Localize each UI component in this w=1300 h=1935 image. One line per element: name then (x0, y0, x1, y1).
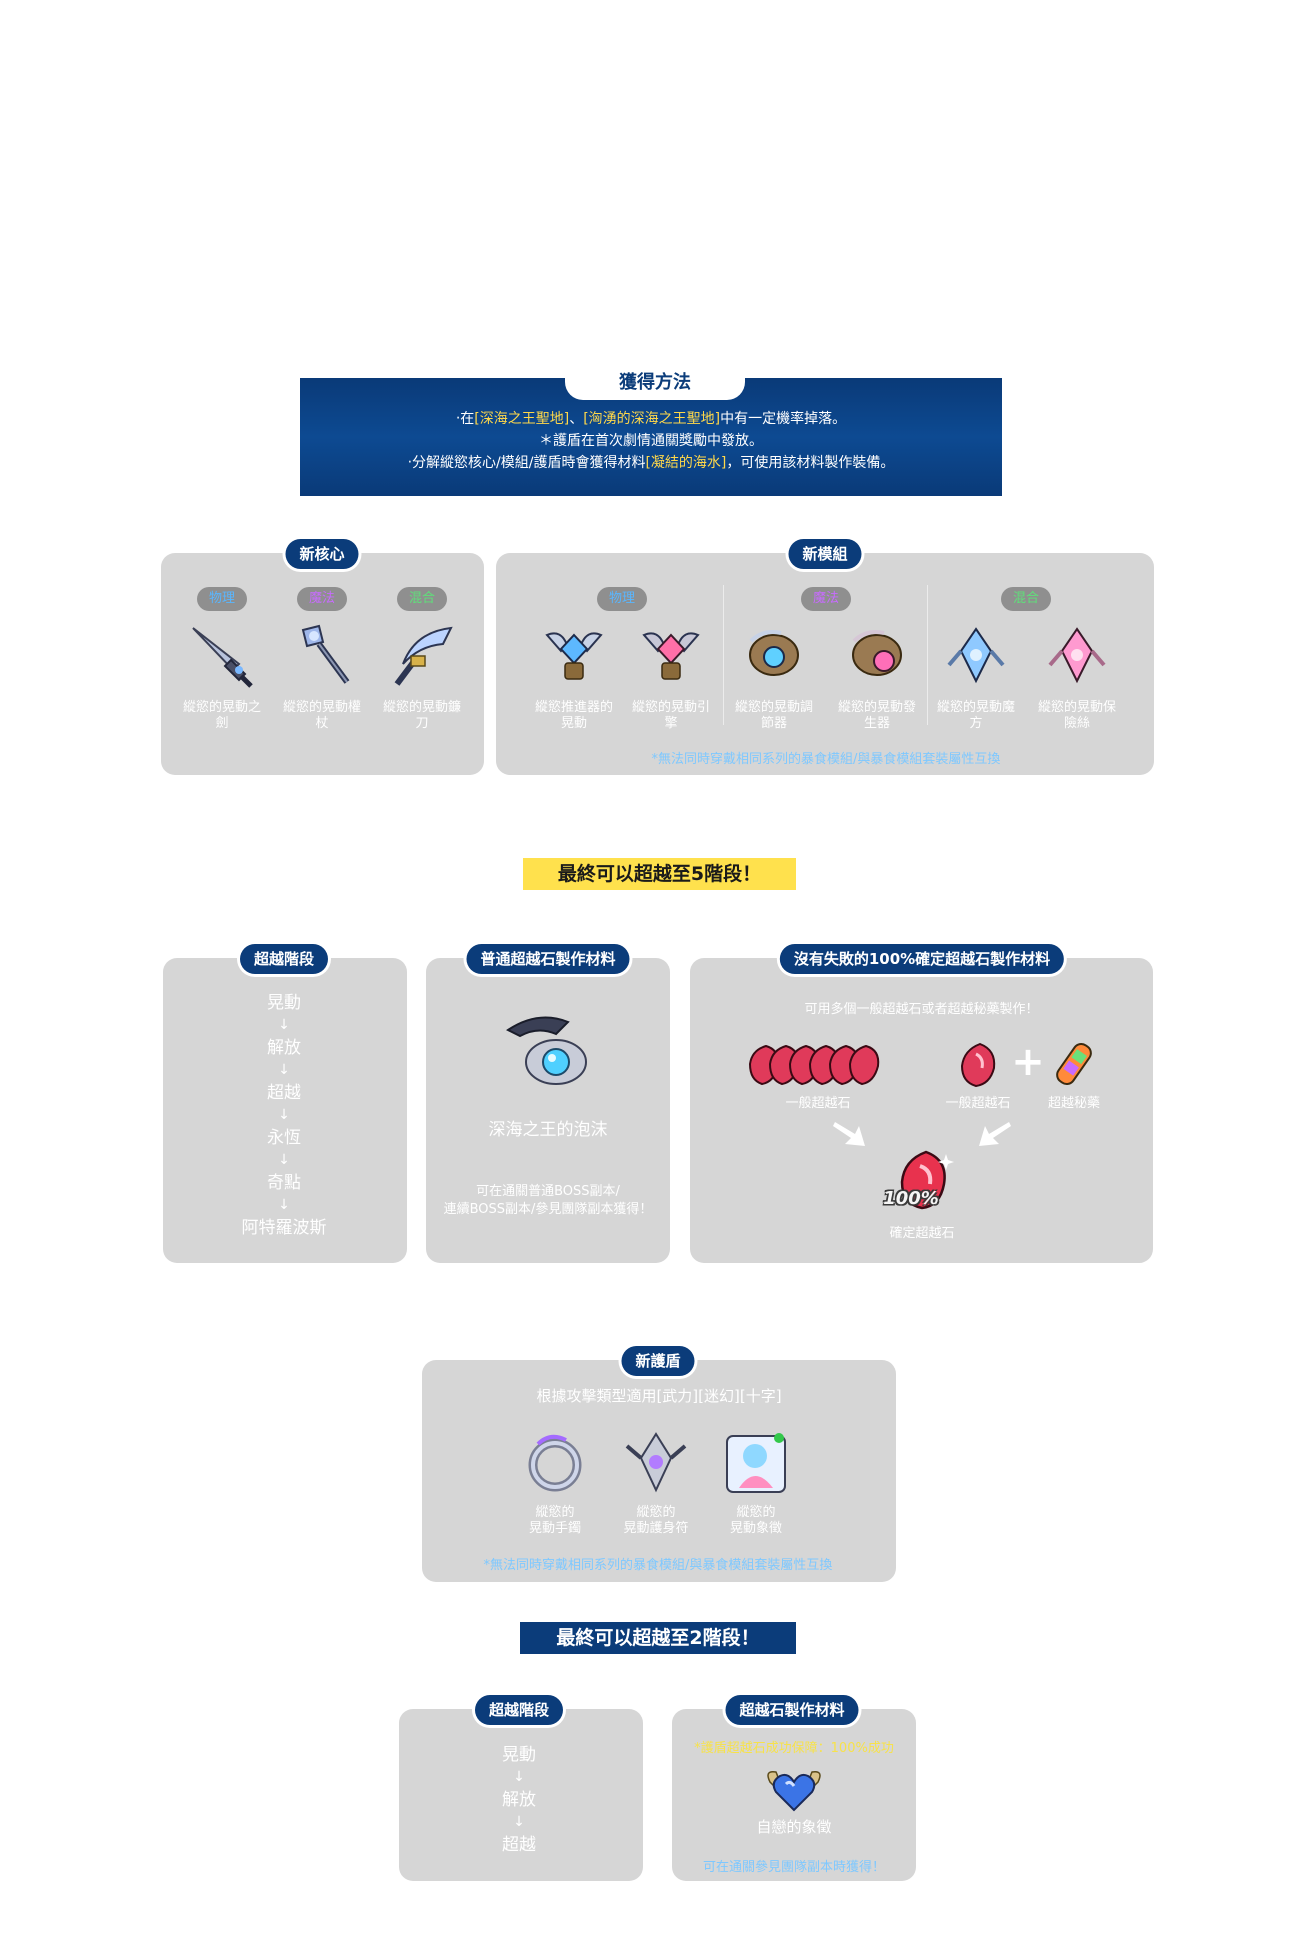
shield-label-line: 晃動手鐲 (528, 1521, 581, 1536)
stage-chain-2: 晃動 ↓ 解放 ↓ 超越 (502, 1742, 536, 1858)
normal-material-desc-1: 可在通關普通BOSS副本/ (476, 1184, 620, 1199)
stages-title-2: 超越階段 (474, 1695, 564, 1725)
core-label-sword: 縱慾的晃動之劍 (182, 700, 261, 731)
normal-material-title: 普通超越石製作材料 (466, 944, 630, 974)
generator-icon (852, 630, 902, 676)
stage-step: 奇點 (267, 1173, 301, 1193)
acquire-line-3: ‧分解縱慾核心/模組/護盾時會獲得材料[凝結的海水]，可使用該材料製作裝備。 (407, 455, 895, 471)
plus-icon: + (1011, 1039, 1045, 1085)
stage-step: 解放 (502, 1790, 536, 1810)
banner-2-stages: 最終可以超越至2階段！ (520, 1622, 796, 1654)
down-arrow-icon: ↓ (278, 1107, 290, 1123)
modules-title: 新模組 (788, 539, 862, 569)
narcissism-emblem-label: 自戀的象徵 (756, 1818, 832, 1836)
acquire-line-2: ＊護盾在首次劇情通關獎勵中發放。 (539, 433, 763, 449)
sure-stone-label: 確定超越石 (889, 1226, 955, 1241)
percent-badge: 100% (883, 1188, 939, 1209)
module-label-thruster: 縱慾推進器的晃動 (534, 700, 613, 731)
stage-step: 晃動 (502, 1745, 536, 1765)
stone-label-b: 一般超越石 (945, 1096, 1011, 1111)
shield-label-line: 縱慾的 (636, 1505, 676, 1520)
sure-material-panel (690, 958, 1153, 1263)
engine-icon (642, 632, 700, 680)
shield-material-warn: *護盾超越石成功保障：100%成功 (694, 1741, 894, 1756)
stage-step: 阿特羅波斯 (241, 1218, 327, 1238)
cube-icon (947, 627, 1005, 684)
normal-material-panel (426, 958, 670, 1263)
module-label-fuse: 縱慾的晃動保險絲 (1037, 700, 1116, 731)
scepter-icon (301, 624, 350, 684)
scythe-icon (394, 626, 453, 686)
modules-note: *無法同時穿戴相同系列的暴食模組/與暴食模組套裝屬性互換 (651, 752, 1001, 767)
banner-5-stages: 最終可以超越至5階段！ (523, 858, 796, 890)
potion-icon (1056, 1042, 1092, 1086)
acquire-line-1: ‧在[深海之王聖地]、[洶湧的深海之王聖地]中有一定機率掉落。 (455, 411, 847, 427)
tag-mixed: 混合 (397, 587, 447, 611)
sure-material-hint: 可用多個一般超越石或者超越秘藥製作！ (804, 1002, 1039, 1017)
shield-label-amulet: 縱慾的 晃動護身符 (606, 1505, 706, 1537)
stage-step: 超越 (267, 1083, 301, 1103)
single-stone-icon (960, 1042, 996, 1088)
sea-foam-label: 深海之王的泡沫 (488, 1120, 608, 1140)
shield-label-emblem: 縱慾的 晃動象徵 (706, 1505, 806, 1537)
sure-stone-icon (900, 1150, 954, 1210)
shield-label-bracelet: 縱慾的 晃動手鐲 (505, 1505, 605, 1537)
stone-stack-icon (748, 1044, 880, 1086)
arrow-right-down-icon (833, 1122, 865, 1146)
module-label-cube: 縱慾的晃動魔方 (936, 700, 1015, 731)
down-arrow-icon: ↓ (513, 1814, 525, 1830)
module-label-generator: 縱慾的晃動發生器 (837, 700, 916, 731)
shields-title: 新護盾 (621, 1346, 695, 1376)
module-tag-mixed: 混合 (1001, 587, 1051, 611)
module-tag-magic: 魔法 (801, 587, 851, 611)
stages-title: 超越階段 (239, 944, 329, 974)
stage-step: 解放 (267, 1038, 301, 1058)
stage-step: 永恆 (267, 1128, 301, 1148)
sea-foam-icon (506, 1016, 587, 1085)
module-divider-1 (723, 585, 724, 725)
module-divider-2 (927, 585, 928, 725)
thruster-icon (545, 632, 603, 680)
down-arrow-icon: ↓ (278, 1062, 290, 1078)
amulet-icon (625, 1432, 687, 1493)
emblem-icon (726, 1433, 786, 1493)
bracelet-icon (528, 1434, 582, 1492)
shield-label-line: 縱慾的 (535, 1505, 575, 1520)
tag-physical: 物理 (197, 587, 247, 611)
stage-step: 晃動 (267, 993, 301, 1013)
shield-material-title: 超越石製作材料 (725, 1695, 859, 1725)
regulator-icon (749, 630, 799, 676)
sure-material-title: 沒有失敗的100%確定超越石製作材料 (779, 944, 1065, 974)
stone-label-a: 一般超越石 (785, 1096, 851, 1111)
down-arrow-icon: ↓ (278, 1197, 290, 1213)
normal-material-desc-2: 連續BOSS副本/參見團隊副本獲得！ (443, 1202, 653, 1217)
shields-note: *無法同時穿戴相同系列的暴食模組/與暴食模組套裝屬性互換 (483, 1558, 833, 1573)
stage-step: 超越 (502, 1835, 536, 1855)
core-label-scythe: 縱慾的晃動鐮刀 (382, 700, 461, 731)
narcissism-emblem-icon (767, 1770, 821, 1812)
tag-magic: 魔法 (297, 587, 347, 611)
stages-panel-2 (399, 1709, 643, 1881)
acquire-title-tab: 獲得方法 (565, 366, 745, 400)
down-arrow-icon: ↓ (278, 1152, 290, 1168)
shield-label-line: 晃動象徵 (729, 1521, 782, 1536)
shield-label-line: 晃動護身符 (623, 1521, 689, 1536)
core-label-scepter: 縱慾的晃動權杖 (282, 700, 361, 731)
shields-subtitle: 根據攻擊類型適用[武力][迷幻][十字] (536, 1387, 782, 1405)
acquire-title: 獲得方法 (619, 372, 691, 393)
down-arrow-icon: ↓ (278, 1017, 290, 1033)
stage-chain: 晃動 ↓ 解放 ↓ 超越 ↓ 永恆 ↓ 奇點 ↓ 阿特羅波斯 (242, 990, 327, 1241)
stages-panel (163, 958, 407, 1263)
potion-label: 超越秘藥 (1047, 1096, 1100, 1111)
fuse-icon (1048, 627, 1106, 684)
sword-icon (192, 627, 253, 688)
module-tag-physical: 物理 (597, 587, 647, 611)
module-label-engine: 縱慾的晃動引擎 (631, 700, 710, 731)
arrow-left-down-icon (979, 1122, 1011, 1146)
down-arrow-icon: ↓ (513, 1769, 525, 1785)
cores-title: 新核心 (285, 539, 359, 569)
shield-label-line: 縱慾的 (736, 1505, 776, 1520)
shield-material-desc: 可在通關參見團隊副本時獲得！ (702, 1860, 885, 1875)
module-label-regulator: 縱慾的晃動調節器 (734, 700, 813, 731)
